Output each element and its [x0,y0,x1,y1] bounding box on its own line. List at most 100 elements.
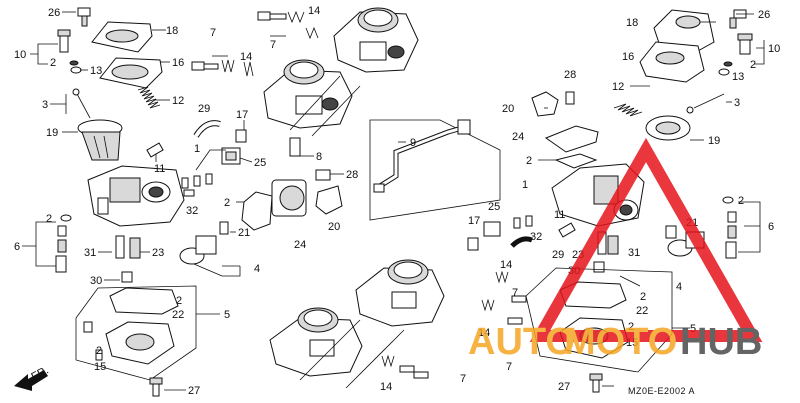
callout: 17 [468,215,480,227]
callout: 7 [512,287,518,299]
diaphragm-cover-16-right [639,41,705,83]
o-ring-13 [70,66,82,74]
pilot-screw-31 [115,235,125,259]
callout: 2 [640,291,646,303]
callout: 20 [502,103,514,115]
callout: 31 [84,247,96,259]
callout: 14 [240,51,252,63]
screw-30-right [593,261,605,273]
callout: 25 [254,157,266,169]
callout: 14 [380,381,392,393]
o-ring-13-right [718,68,730,76]
watermark-text-moto: MOTO [564,321,677,363]
callout: 2 [628,321,634,333]
callout: 5 [224,309,230,321]
screw-10 [57,29,71,53]
jets-6-right [725,211,737,259]
screw-set-7-14-bottom [381,354,429,379]
callout: 2 [738,195,744,207]
callout: 32 [186,205,198,217]
diaphragm-24 [271,179,307,217]
callout: 2 [50,57,56,69]
callout: 2 [224,197,230,209]
vacuum-piston-19 [77,119,123,161]
callout: 13 [732,71,744,83]
callout: 26 [48,7,60,19]
callout: 31 [628,247,640,259]
callout: 2 [96,345,102,357]
gasket-2c [241,191,273,231]
callout: 4 [254,263,260,275]
callout: 12 [172,95,184,107]
adjuster-1b-right [525,215,533,227]
callout: 12 [612,81,624,93]
callout: 10 [768,43,780,55]
callouts-center: 7 14 7 14 29 17 1 25 2 21 4 32 8 28 9 24… [186,5,416,275]
adjuster-1 [181,173,213,189]
callout: 3 [42,99,48,111]
clip-32 [183,189,195,197]
throttle-sensor-25 [221,147,241,165]
callout: 27 [558,381,570,393]
callout: 2 [750,59,756,71]
callout: 2 [46,213,52,225]
o-ring-2a [60,214,72,222]
valve-4 [179,235,223,277]
screw-30 [121,271,133,283]
screw-set-7-14-right [481,270,527,325]
washer-2-right [723,61,733,67]
cap-20-right [531,91,559,117]
callout: 9 [410,137,416,149]
callout: 28 [346,169,358,181]
jets-6 [55,225,67,273]
washer-2 [69,60,79,66]
float-chamber-5 [75,285,197,381]
callout: 24 [512,131,524,143]
leader-lines [22,11,765,391]
callout: 11 [554,209,565,221]
callout: 29 [198,103,210,115]
screw-21 [219,221,229,235]
throttle-sensor-25-right [483,221,501,237]
bolt-26-right [729,9,747,29]
watermark-triangle [529,137,763,342]
vent-hose-29-right [510,236,533,248]
callout: 7 [460,373,466,385]
diaphragm-cover-16 [99,57,163,89]
carburetor-cluster-center [263,7,419,137]
callout: 26 [758,9,770,21]
carburetor-body-left [87,165,185,227]
callout: 14 [478,327,490,339]
jet-23 [129,237,141,259]
jet-23-right [607,235,619,255]
watermark-text-auto: AUTO [468,321,575,363]
callout: 8 [316,151,322,163]
jet-8 [289,137,301,157]
top-cover-18 [91,21,153,53]
callout: 22 [172,309,184,321]
callout: 14 [308,5,320,17]
fuel-line-9 [369,119,501,221]
callout: 18 [166,25,178,37]
adjuster-1-right [513,217,521,229]
callout: 5 [690,323,696,335]
callout: 4 [676,281,682,293]
callout: 32 [530,231,542,243]
callout: 7 [270,39,276,51]
jet-needle-3 [72,88,91,119]
watermark-text-hub: HUB [680,321,762,363]
callout: 2 [176,295,182,307]
drain-screw-27-right [589,373,603,393]
callout: 19 [708,135,720,147]
callout: 29 [552,249,564,261]
callout: 15 [94,361,106,373]
direction-label: FR. [29,364,50,383]
callout: 21 [238,227,250,239]
screw-17-right [467,237,479,251]
screw-28 [315,169,331,181]
callout: 7 [506,361,512,373]
drawing-code: MZ0E-E2002 A [628,386,695,396]
callout: 10 [14,49,26,61]
